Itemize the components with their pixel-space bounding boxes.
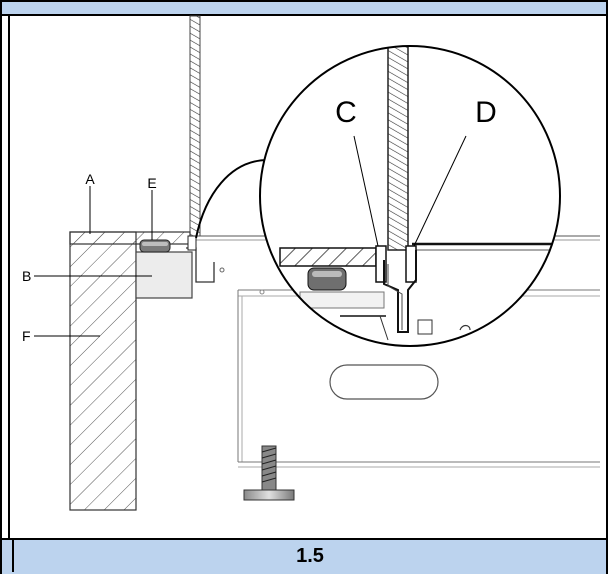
magnifier-connector: [195, 159, 269, 239]
label-e: E: [147, 175, 156, 191]
label-c-callout: C: [335, 96, 379, 247]
label-e-callout: E: [147, 175, 157, 240]
label-a-callout: A: [85, 171, 95, 234]
left-border-rule: [8, 14, 10, 538]
part-b-bracket: [135, 235, 215, 299]
wall-panel: [189, 15, 201, 237]
figure-caption: 1.5: [296, 544, 324, 567]
part-a-plate: [69, 231, 191, 245]
label-f-callout: F: [22, 328, 100, 344]
label-b-callout: B: [22, 268, 152, 284]
part-e-gasket: [139, 239, 171, 253]
part-f-block: [69, 231, 137, 511]
leveling-foot: [243, 445, 295, 501]
caption-band: [2, 538, 606, 574]
label-d: D: [475, 96, 497, 129]
label-f: F: [22, 328, 31, 344]
detail-magnifier: [259, 45, 561, 347]
label-d-callout: D: [413, 96, 497, 247]
caption-band-divider: [12, 538, 14, 572]
label-a: A: [85, 171, 95, 187]
label-b: B: [22, 268, 31, 284]
label-c: C: [335, 96, 357, 129]
header-band: [2, 2, 606, 16]
